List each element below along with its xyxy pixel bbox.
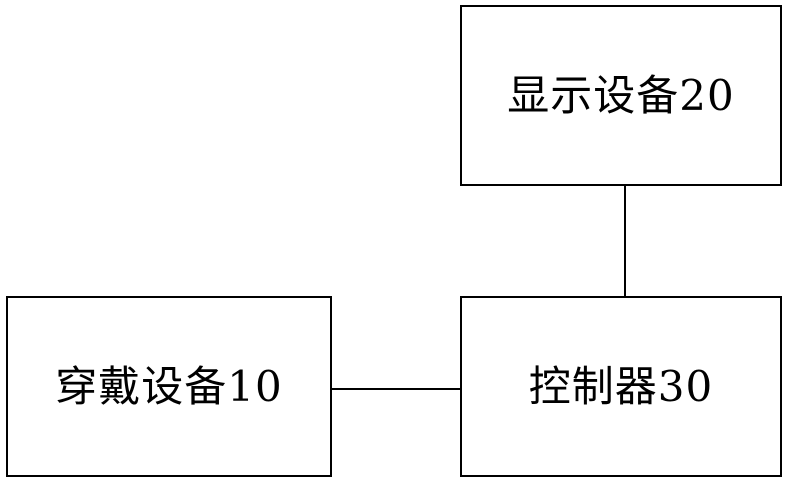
node-display-device[interactable]: 显示设备20 (460, 5, 782, 186)
connector-wearable-device-to-controller (331, 388, 462, 390)
node-controller-label: 控制器30 (528, 361, 714, 411)
node-wearable-device-label: 穿戴设备10 (55, 361, 283, 411)
connector-display-device-to-controller (624, 185, 626, 298)
node-wearable-device[interactable]: 穿戴设备10 (6, 296, 332, 477)
node-display-device-label: 显示设备20 (507, 70, 735, 120)
node-controller[interactable]: 控制器30 (460, 296, 782, 477)
